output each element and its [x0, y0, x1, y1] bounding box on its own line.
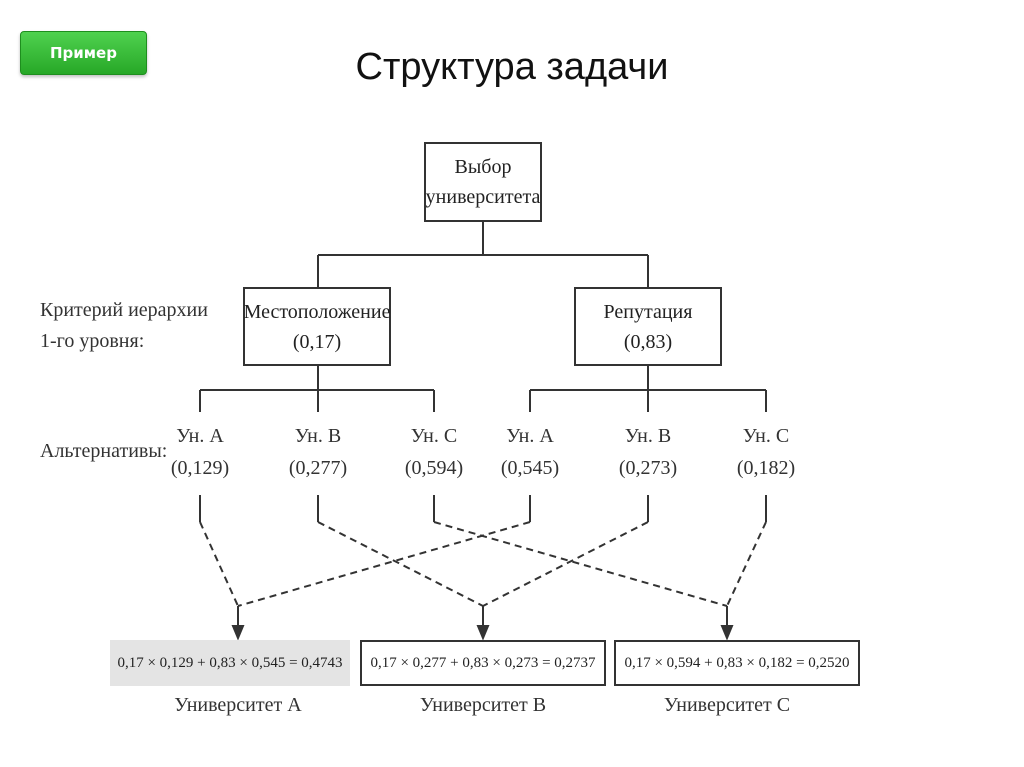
- alternative-item: Ун. А (0,545): [480, 420, 580, 484]
- criterion-name: Местоположение: [243, 300, 391, 323]
- result-formula-c: 0,17 × 0,594 + 0,83 × 0,182 = 0,2520: [614, 640, 860, 686]
- alternative-weight: (0,273): [618, 457, 678, 479]
- alternative-weight: (0,277): [288, 457, 348, 479]
- result-formula-b: 0,17 × 0,277 + 0,83 × 0,273 = 0,2737: [360, 640, 606, 686]
- goal-line-2: университета: [425, 186, 541, 208]
- alternative-name: Ун. А: [176, 425, 224, 447]
- arrow-a-head: [231, 625, 245, 641]
- criteria-level-label: Критерий иерархии 1-го уровня:: [40, 295, 208, 357]
- alternative-item: Ун. В (0,273): [598, 420, 698, 484]
- alternative-weight: (0,594): [404, 457, 464, 479]
- arrow-c-head: [720, 625, 734, 641]
- dash-alt6-to-c: [726, 521, 767, 607]
- dash-alt5-to-b: [482, 521, 649, 607]
- result-formula-a: 0,17 × 0,129 + 0,83 × 0,545 = 0,4743: [110, 640, 350, 686]
- criterion-location: Местоположение (0,17): [243, 287, 391, 366]
- alternatives-label: Альтернативы:: [40, 440, 168, 462]
- dash-alt3-to-c: [433, 521, 728, 607]
- criterion-weight: (0,17): [292, 330, 342, 353]
- dash-alt1-to-a: [199, 521, 239, 607]
- criterion-name: Репутация: [603, 300, 693, 323]
- example-badge: Пример: [20, 31, 147, 75]
- university-label-b: Университет В: [419, 694, 547, 716]
- alternative-item: Ун. С (0,182): [716, 420, 816, 484]
- criterion-weight: (0,83): [623, 330, 673, 353]
- alternative-name: Ун. В: [624, 425, 672, 447]
- dash-alt2-to-b: [317, 521, 484, 607]
- alternative-weight: (0,129): [170, 457, 230, 479]
- alternative-name: Ун. С: [742, 425, 790, 447]
- alternative-item: Ун. С (0,594): [384, 420, 484, 484]
- goal-line-1: Выбор: [454, 156, 512, 178]
- dash-alt4-to-a: [237, 521, 531, 607]
- alternative-item: Ун. А (0,129): [150, 420, 250, 484]
- criterion-reputation: Репутация (0,83): [574, 287, 722, 366]
- alternative-item: Ун. В (0,277): [268, 420, 368, 484]
- university-label-c: Университет С: [663, 694, 791, 716]
- criteria-label-line-1: Критерий иерархии: [40, 299, 208, 321]
- alternative-name: Ун. С: [410, 425, 458, 447]
- alternative-name: Ун. А: [506, 425, 554, 447]
- arrow-b-head: [476, 625, 490, 641]
- criteria-label-line-2: 1-го уровня:: [40, 330, 145, 352]
- goal-node: Выбор университета: [424, 142, 542, 222]
- page-title: Структура задачи: [355, 46, 669, 88]
- alternative-name: Ун. В: [294, 425, 342, 447]
- university-label-a: Университет А: [174, 694, 302, 716]
- alternative-weight: (0,182): [736, 457, 796, 479]
- alternative-weight: (0,545): [500, 457, 560, 479]
